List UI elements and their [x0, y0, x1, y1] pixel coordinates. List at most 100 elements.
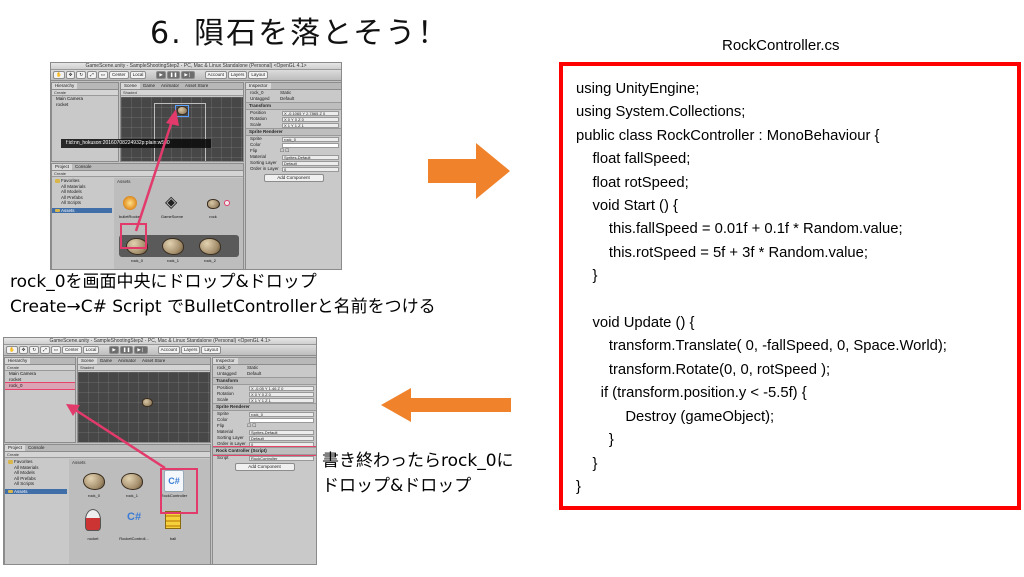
move-tool-button[interactable]: ✥ [65, 71, 76, 79]
rock-1-asset[interactable] [121, 473, 143, 490]
bullet-rocket-asset[interactable] [123, 196, 137, 210]
scale-tool-button[interactable]: ⤢ [40, 346, 50, 354]
rect-tool-button[interactable]: ▭ [97, 71, 109, 79]
tree-all-materials[interactable]: All Materials [14, 464, 39, 470]
local-toggle[interactable]: Local [82, 346, 100, 354]
step-button[interactable]: ▶❘ [134, 346, 148, 354]
pause-button[interactable]: ❚❚ [166, 71, 181, 79]
scale-field[interactable]: X 1 Y 1 Z 1 [249, 397, 314, 403]
tab-game[interactable]: Game [142, 83, 156, 88]
tab-hierarchy[interactable]: Hierarchy [5, 358, 31, 364]
sorting-layer-field[interactable]: Default [249, 435, 314, 441]
static-toggle[interactable]: Static [280, 90, 292, 95]
rocket-asset[interactable] [85, 509, 101, 531]
flip-checkbox[interactable]: ☐ ☐ [247, 423, 257, 428]
step-button[interactable]: ▶❘ [181, 71, 195, 79]
hand-tool-button[interactable]: ✋ [53, 71, 65, 79]
hierarchy-item-main-camera[interactable]: Main Camera [9, 371, 37, 376]
rock-0-asset[interactable] [126, 238, 148, 255]
tab-inspector[interactable]: Inspector [213, 358, 238, 364]
tab-asset-store[interactable]: Asset Store [142, 358, 166, 363]
rock-sprite[interactable] [142, 398, 153, 407]
scale-tool-button[interactable]: ⤢ [87, 71, 97, 79]
unity-logo-icon[interactable]: ◈ [165, 194, 178, 211]
rect-tool-button[interactable]: ▭ [50, 346, 62, 354]
tag-value[interactable]: Untagged [217, 371, 237, 376]
project-create[interactable]: Create [52, 171, 243, 177]
project-create[interactable]: Create [5, 452, 210, 458]
script-field[interactable]: RockController [249, 455, 314, 461]
order-field[interactable]: 0 [282, 166, 339, 172]
rock-controller-script-header[interactable]: Rock Controller (Script) [213, 446, 316, 456]
tab-asset-store[interactable]: Asset Store [185, 83, 209, 88]
tree-all-models[interactable]: All Models [14, 470, 35, 475]
hierarchy-create[interactable]: Create [52, 90, 118, 96]
color-field[interactable] [282, 142, 339, 148]
transform-header[interactable]: Transform [246, 102, 341, 110]
hierarchy-item-main-camera[interactable]: Main Camera [56, 96, 84, 101]
rotation-field[interactable]: X 0 Y 0 Z 0 [249, 391, 314, 397]
move-tool-button[interactable]: ✥ [18, 346, 29, 354]
assets-folder[interactable]: Assets [5, 488, 67, 494]
account-dropdown[interactable]: Account [157, 346, 180, 354]
rock-1-asset[interactable] [162, 238, 184, 255]
sprite-field[interactable]: rock_0 [249, 411, 314, 417]
tree-all-models[interactable]: All Models [61, 189, 82, 194]
static-toggle[interactable]: Static [247, 365, 259, 370]
hierarchy-item-rocket[interactable]: rocket [9, 377, 22, 382]
tab-console[interactable]: Console [75, 164, 92, 169]
tab-scene[interactable]: Scene [78, 358, 97, 364]
sorting-layer-field[interactable]: Default [282, 160, 339, 166]
shading-mode[interactable]: Shaded [121, 90, 243, 96]
hierarchy-item-rocket[interactable]: rocket [56, 102, 69, 107]
object-name[interactable]: rock_0 [250, 90, 264, 95]
position-field[interactable]: X -0.1065 Y 2.7865 Z 0 [282, 110, 339, 116]
scene-view[interactable] [78, 372, 210, 442]
tab-scene[interactable]: Scene [121, 83, 140, 89]
local-toggle[interactable]: Local [129, 71, 147, 79]
play-button[interactable]: ▶ [109, 346, 119, 354]
material-field[interactable]: Sprites-Default [249, 429, 314, 435]
layout-dropdown[interactable]: Layout [248, 71, 268, 79]
tag-value[interactable]: Untagged [250, 96, 270, 101]
tab-project[interactable]: Project [52, 164, 73, 170]
rotate-tool-button[interactable]: ↻ [29, 346, 40, 354]
sprite-renderer-header[interactable]: Sprite Renderer [246, 128, 341, 136]
hierarchy-item-rock-0[interactable]: rock_0 [5, 382, 75, 390]
favorites-folder[interactable]: Favorites [5, 459, 67, 465]
layers-dropdown[interactable]: Layers [180, 346, 201, 354]
tree-all-prefabs[interactable]: All Prefabs [61, 194, 83, 200]
pause-button[interactable]: ❚❚ [119, 346, 134, 354]
tree-all-prefabs[interactable]: All Prefabs [14, 475, 36, 481]
layout-dropdown[interactable]: Layout [201, 346, 221, 354]
sprite-field[interactable]: rock_0 [282, 136, 339, 142]
transform-header[interactable]: Transform [213, 377, 316, 385]
hand-tool-button[interactable]: ✋ [6, 346, 18, 354]
tree-all-scripts[interactable]: All Scripts [61, 200, 82, 205]
rotation-field[interactable]: X 0 Y 0 Z 0 [282, 116, 339, 122]
tree-all-scripts[interactable]: All Scripts [14, 481, 35, 486]
color-field[interactable] [249, 417, 314, 423]
center-toggle[interactable]: Center [109, 71, 129, 79]
assets-folder[interactable]: Assets [52, 207, 112, 213]
rocket-controller-script-icon[interactable]: C# [127, 511, 142, 523]
play-button[interactable]: ▶ [156, 71, 166, 79]
flip-checkbox[interactable]: ☐ ☐ [280, 148, 290, 153]
object-name[interactable]: rock_0 [217, 365, 231, 370]
csharp-script-icon[interactable]: C# [164, 470, 184, 492]
tab-inspector[interactable]: Inspector [246, 83, 271, 89]
rock-2-asset[interactable] [199, 238, 221, 255]
sprite-renderer-header[interactable]: Sprite Renderer [213, 403, 316, 411]
add-component-button[interactable]: Add Component [263, 174, 324, 182]
ball-asset[interactable] [165, 511, 181, 529]
favorites-folder[interactable]: Favorites [52, 178, 112, 184]
rotate-tool-button[interactable]: ↻ [76, 71, 87, 79]
order-field[interactable]: 0 [249, 441, 314, 447]
rock-sprite[interactable] [177, 106, 188, 115]
shading-mode[interactable]: Shaded [78, 365, 210, 371]
layer-value[interactable]: Default [280, 96, 295, 101]
position-field[interactable]: X -0.05 Y 1.46 Z 0 [249, 385, 314, 391]
material-field[interactable]: Sprites-Default [282, 154, 339, 160]
rock-sprite-sheet[interactable] [207, 199, 220, 209]
rock-0-asset[interactable] [83, 473, 105, 490]
